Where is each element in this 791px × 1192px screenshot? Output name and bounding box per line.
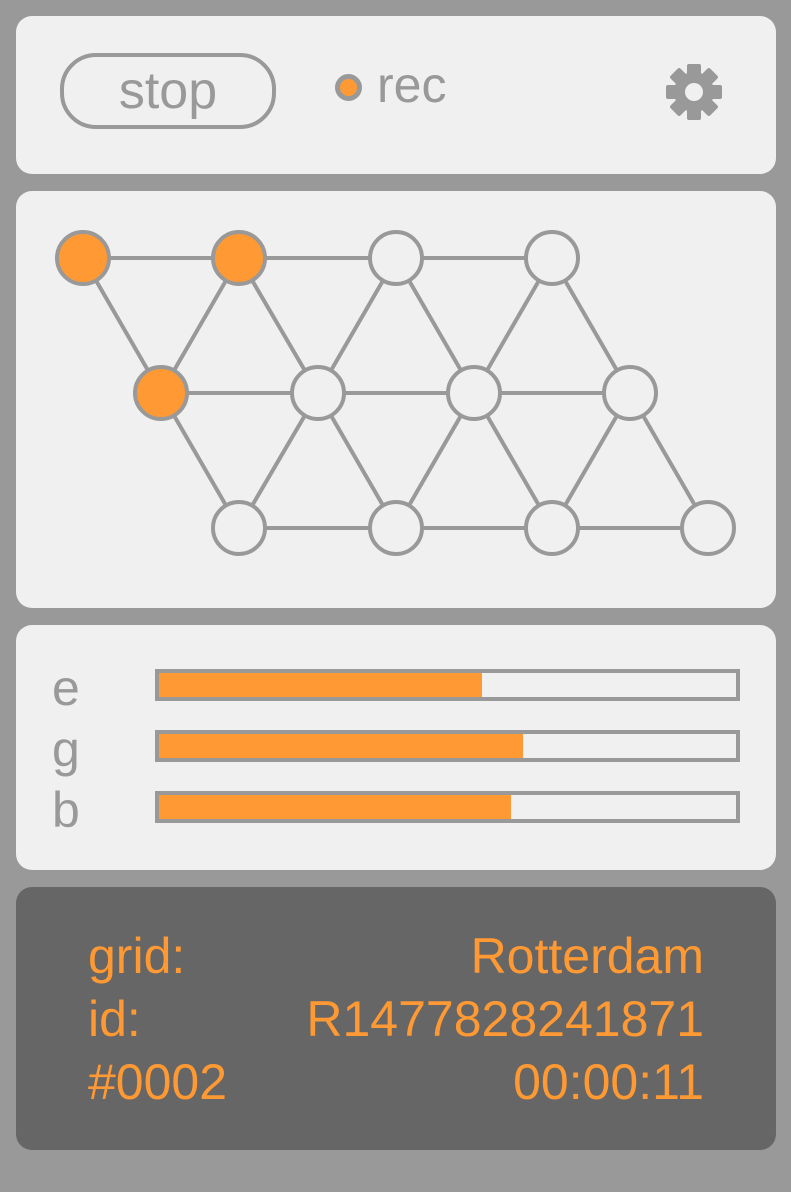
grid-node[interactable] — [368, 500, 424, 556]
level-bar-fill — [159, 795, 511, 819]
grid-node[interactable] — [133, 365, 189, 421]
elapsed-time: 00:00:11 — [513, 1054, 704, 1110]
control-panel: stop rec — [16, 16, 776, 174]
grid-node[interactable] — [55, 230, 111, 286]
grid-node[interactable] — [602, 365, 658, 421]
info-row-id: id: R1477828241871 — [88, 988, 704, 1050]
info-row-grid: grid: Rotterdam — [88, 925, 704, 987]
level-bar-e — [155, 669, 740, 701]
info-row-session: #0002 00:00:11 — [88, 1051, 704, 1113]
node-grid — [55, 230, 736, 556]
level-bars-panel: e g b — [16, 625, 776, 870]
level-bar-g — [155, 730, 740, 762]
id-label: id: — [88, 991, 141, 1047]
grid-value: Rotterdam — [470, 928, 704, 984]
grid-node[interactable] — [368, 230, 424, 286]
gear-icon[interactable] — [662, 60, 726, 124]
grid-node[interactable] — [211, 500, 267, 556]
rec-label: rec — [377, 57, 447, 113]
rec-indicator — [335, 74, 362, 101]
bar-label-e: e — [52, 660, 80, 716]
bar-label-g: g — [52, 721, 80, 777]
bar-label-b: b — [52, 782, 80, 838]
session-info-panel: grid: Rotterdam id: R1477828241871 #0002… — [16, 887, 776, 1150]
id-value: R1477828241871 — [306, 991, 704, 1047]
grid-node[interactable] — [211, 230, 267, 286]
grid-node[interactable] — [524, 500, 580, 556]
session-count: #0002 — [88, 1054, 228, 1110]
grid-node[interactable] — [680, 500, 736, 556]
grid-node[interactable] — [290, 365, 346, 421]
stop-button[interactable]: stop — [60, 53, 276, 129]
grid-node[interactable] — [446, 365, 502, 421]
level-bar-b — [155, 791, 740, 823]
node-grid-panel — [16, 191, 776, 608]
level-bar-fill — [159, 673, 483, 697]
level-bar-fill — [159, 734, 523, 758]
grid-label: grid: — [88, 928, 186, 984]
grid-node[interactable] — [524, 230, 580, 286]
